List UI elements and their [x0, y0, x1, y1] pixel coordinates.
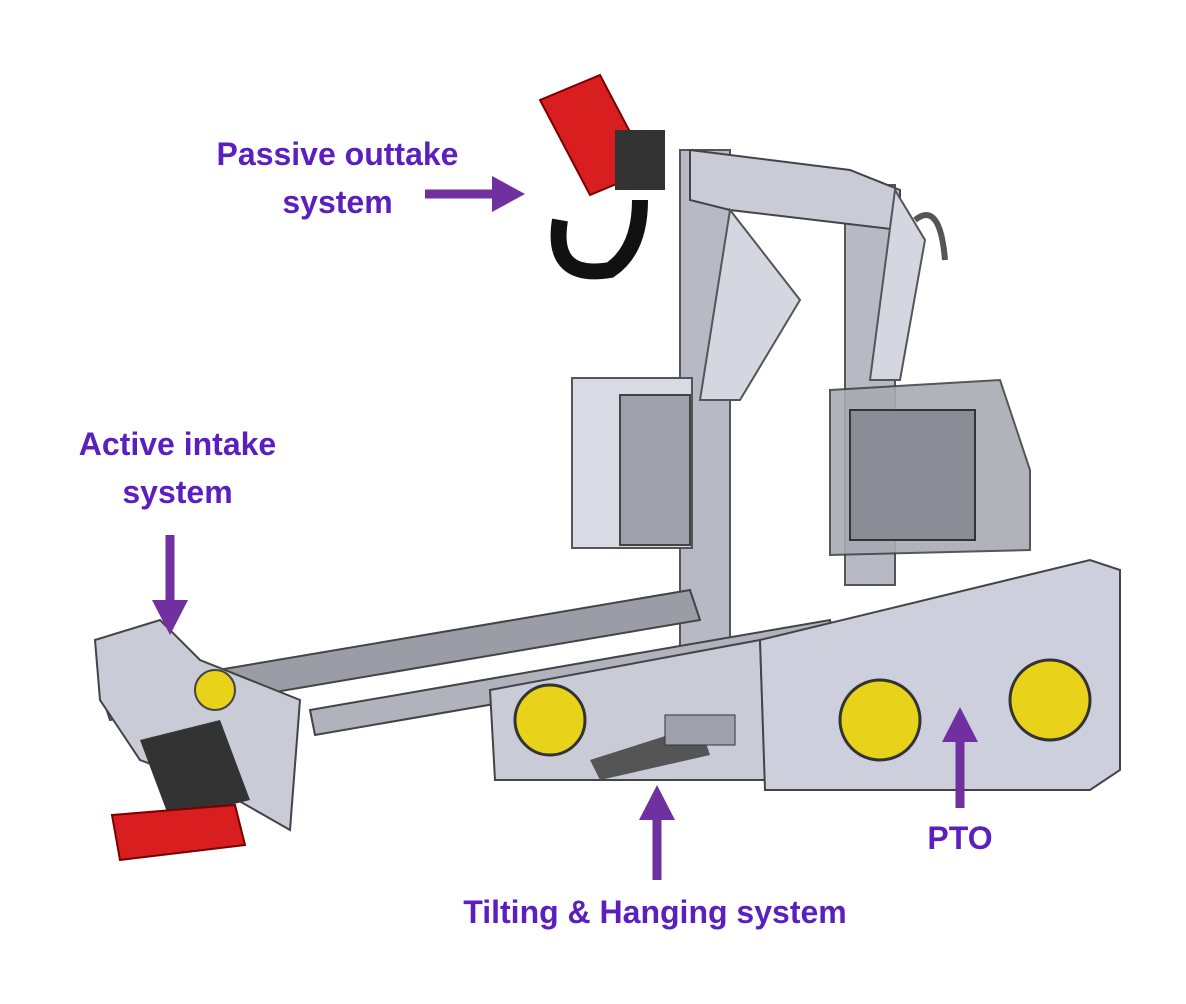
arrow-intake [152, 535, 188, 635]
drivetrain [488, 558, 1121, 791]
label-pto: PTO [927, 820, 993, 856]
label-tilting-hanging: Tilting & Hanging system [463, 894, 847, 930]
arrow-outtake [425, 176, 525, 212]
arrow-pto [942, 707, 978, 808]
outtake-assembly [538, 73, 665, 280]
control-hubs [571, 377, 1031, 557]
label-active-intake: Active intake system [78, 426, 277, 510]
arrow-tilting [639, 785, 675, 880]
label-passive-outtake: Passive outtake system [216, 136, 459, 220]
